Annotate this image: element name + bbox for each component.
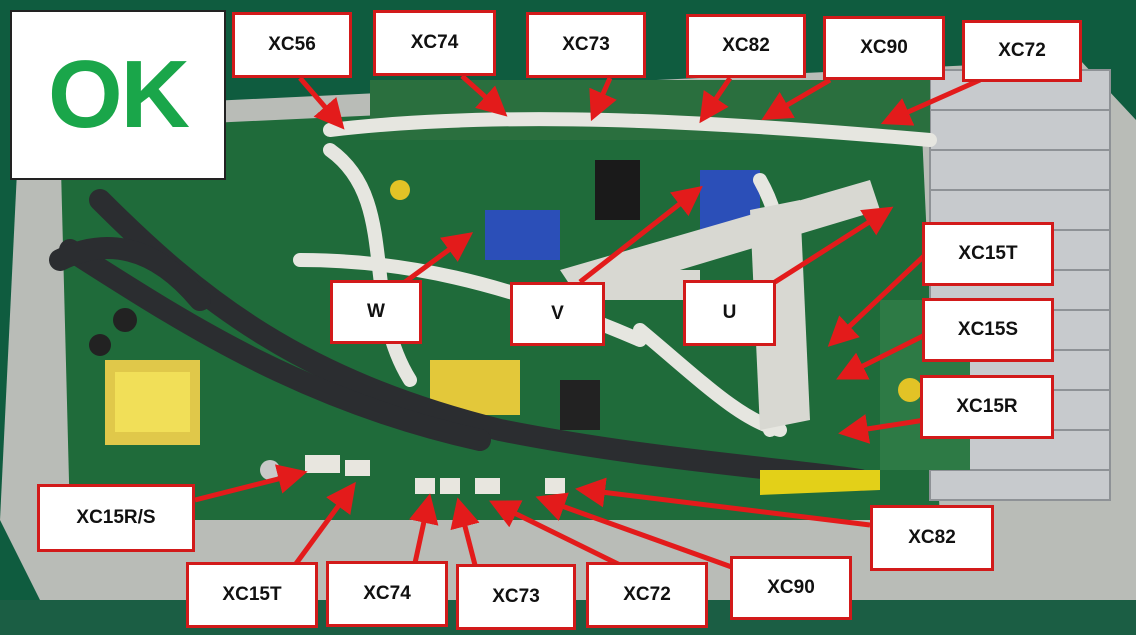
label-xc15t-right: XC15T — [922, 222, 1054, 286]
label-phase-w: W — [330, 280, 422, 344]
label-xc72-top: XC72 — [962, 20, 1082, 82]
label-xc82-bottom: XC82 — [870, 505, 994, 571]
label-xc15t-bottom: XC15T — [186, 562, 318, 628]
ok-status-box: OK — [10, 10, 226, 180]
label-phase-v: V — [510, 282, 605, 346]
label-xc56-top: XC56 — [232, 12, 352, 78]
label-xc15r-right: XC15R — [920, 375, 1054, 439]
label-xc82-top: XC82 — [686, 14, 806, 78]
label-xc74-bottom: XC74 — [326, 561, 448, 627]
label-xc73-bottom: XC73 — [456, 564, 576, 630]
label-xc74-top: XC74 — [373, 10, 496, 76]
label-xc90-top: XC90 — [823, 16, 945, 80]
label-xc72-bottom: XC72 — [586, 562, 708, 628]
label-xc15s-right: XC15S — [922, 298, 1054, 362]
ok-status-text: OK — [48, 41, 190, 148]
label-xc15rs-left: XC15R/S — [37, 484, 195, 552]
label-xc73-top: XC73 — [526, 12, 646, 78]
label-phase-u: U — [683, 280, 776, 346]
label-xc90-bottom: XC90 — [730, 556, 852, 620]
